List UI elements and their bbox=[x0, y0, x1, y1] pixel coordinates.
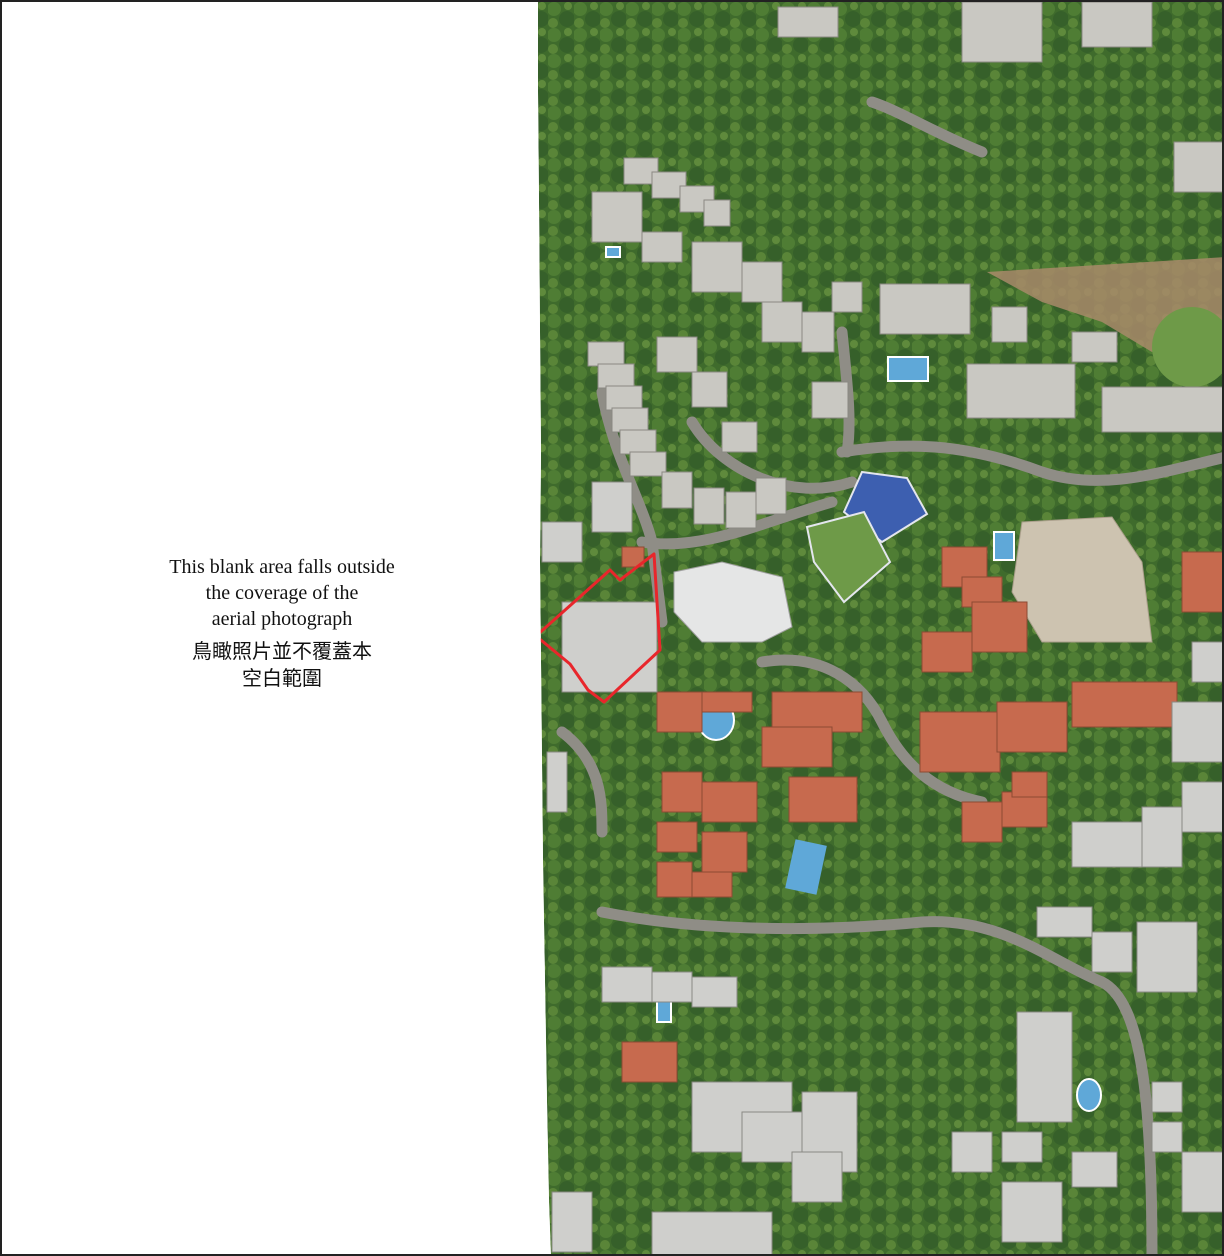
note-english-line-3: aerial photograph bbox=[211, 608, 353, 630]
site-boundary-polygon bbox=[534, 552, 662, 704]
roads bbox=[556, 96, 1222, 1254]
construction-site bbox=[1011, 516, 1153, 643]
residential-terraces-north bbox=[587, 2, 1222, 529]
note-english-line-1: This blank area falls outside bbox=[169, 556, 395, 578]
small-tennis-court bbox=[785, 839, 827, 895]
blank-area bbox=[2, 2, 551, 1254]
residential-buildings-south bbox=[541, 481, 1222, 1254]
grass-pitch bbox=[805, 510, 892, 604]
note-chinese-line-2: 空白範圍 bbox=[242, 666, 322, 690]
club-house bbox=[673, 561, 793, 643]
photo-coverage-area bbox=[538, 2, 1222, 1254]
note-chinese-line-1: 鳥瞰照片並不覆蓋本 bbox=[192, 639, 372, 663]
swimming-pools bbox=[605, 246, 1102, 1112]
sports-field bbox=[1152, 307, 1222, 387]
note-english-line-2: the coverage of the bbox=[205, 582, 359, 604]
tiled-roof-houses bbox=[546, 531, 1222, 1083]
blank-area-note: This blank area falls outside the covera… bbox=[122, 554, 442, 692]
